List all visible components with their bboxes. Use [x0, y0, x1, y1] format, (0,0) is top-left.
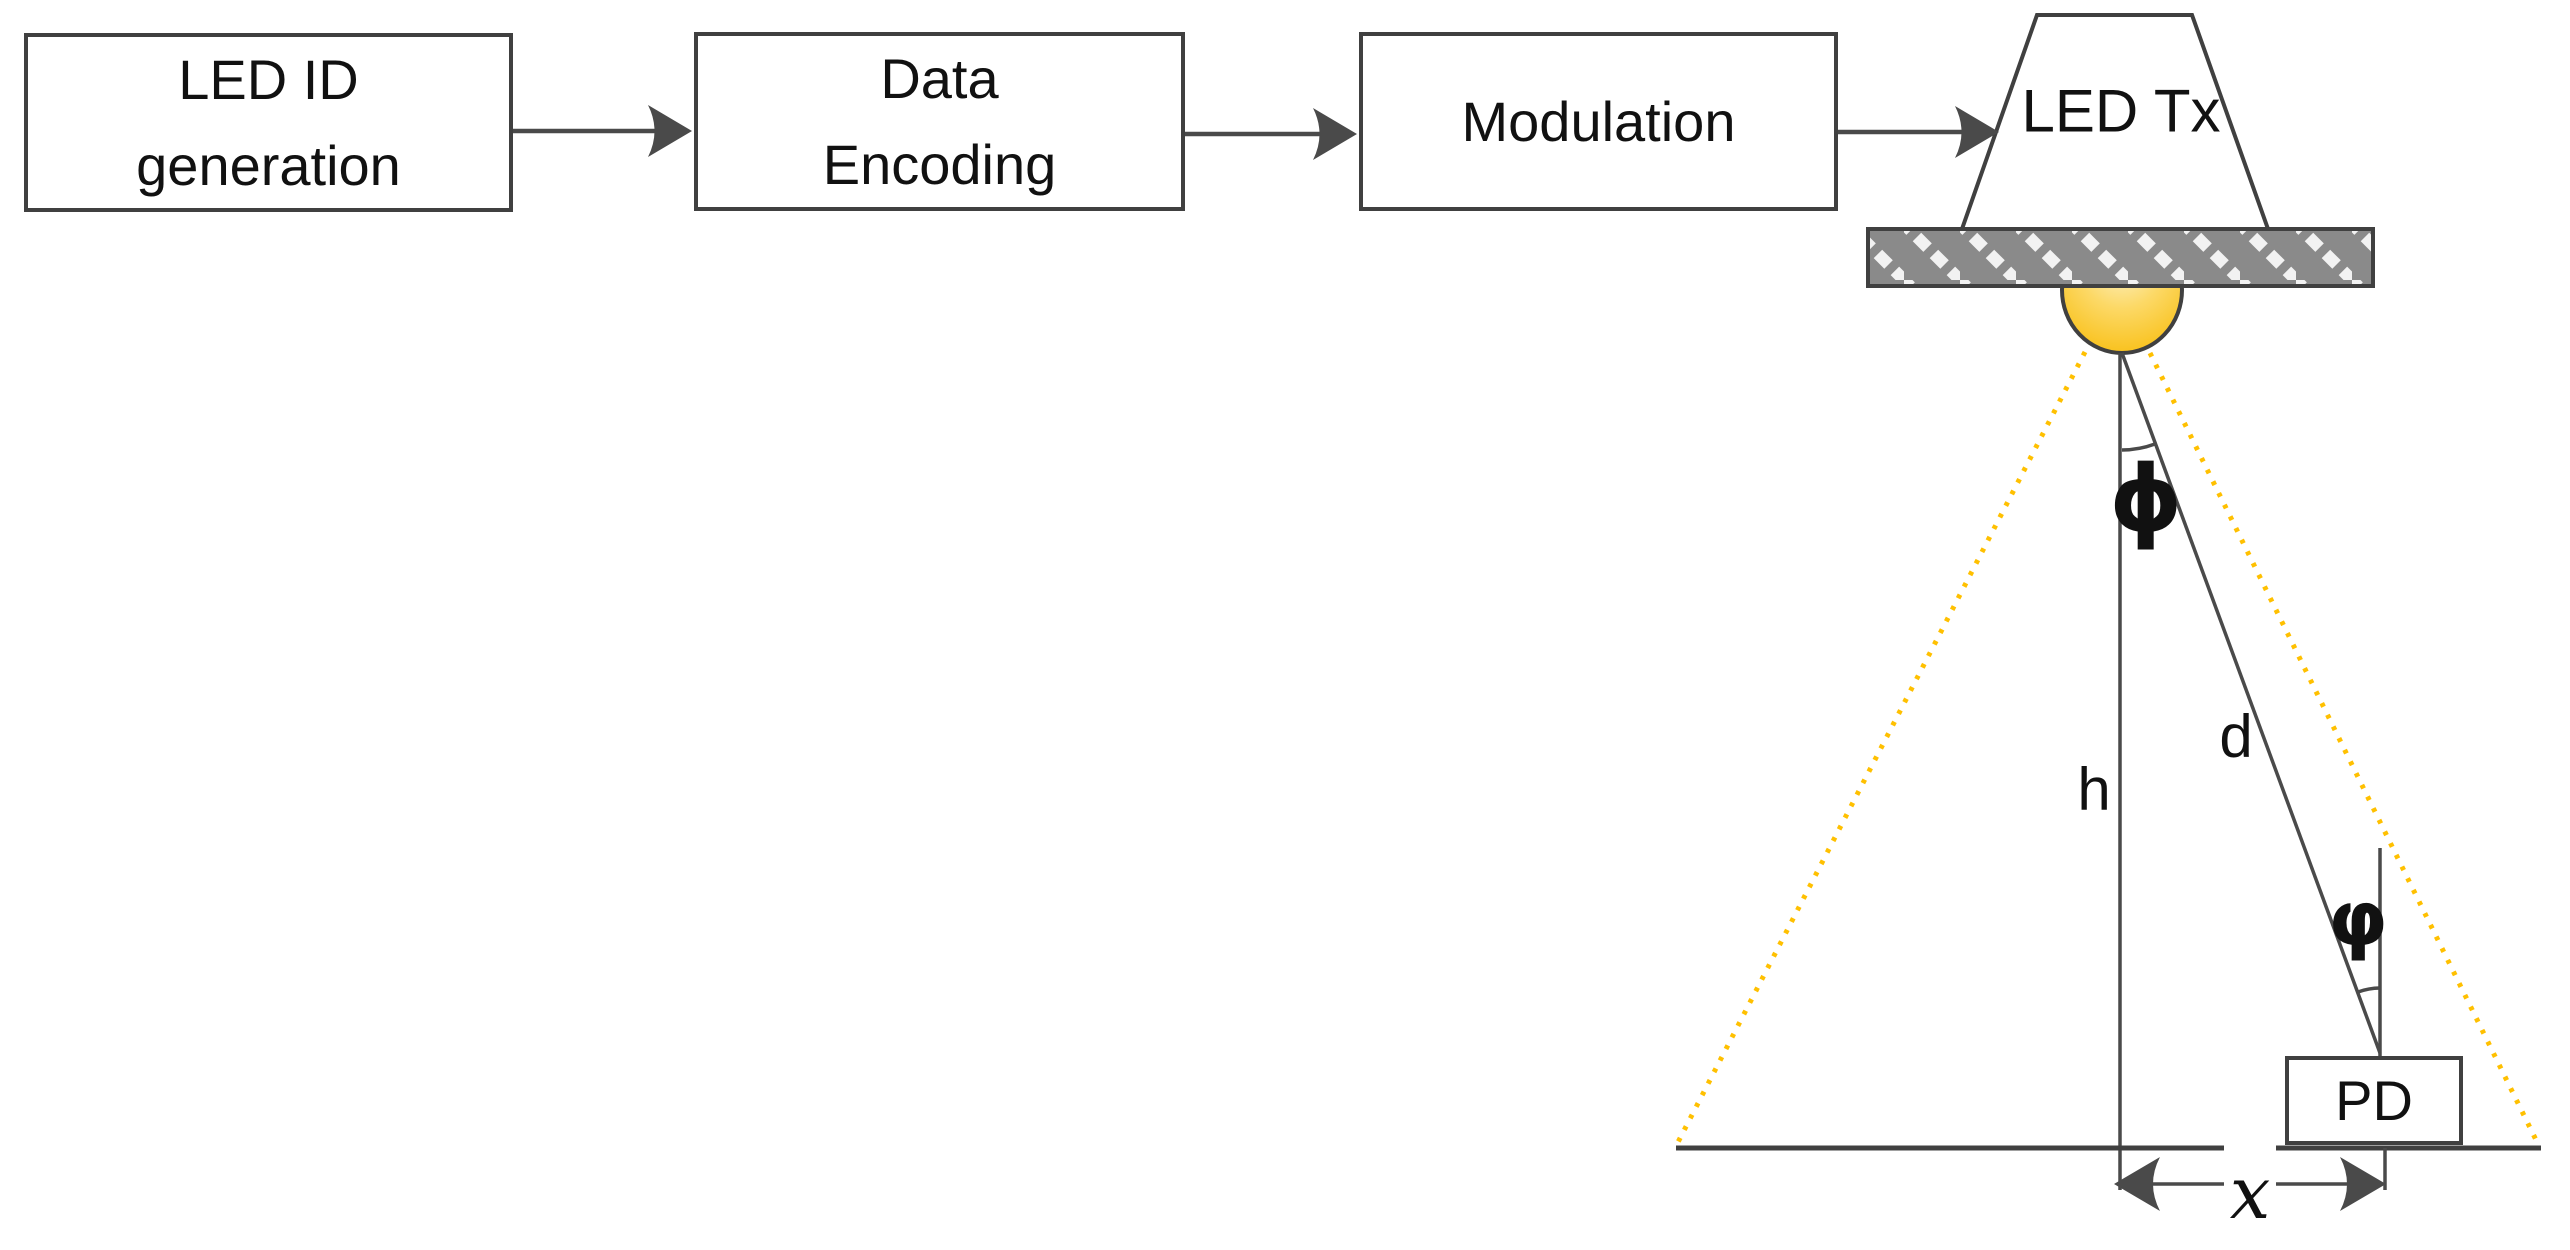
pd-receiver-box: PD	[2285, 1056, 2463, 1145]
flow-box-led-id-line2: generation	[136, 133, 401, 197]
distance-label: d	[2219, 702, 2253, 770]
flow-box-data-encoding: Data Encoding	[694, 32, 1185, 211]
flow-box-led-id-generation: LED ID generation	[24, 33, 513, 212]
flow-box-data-encoding-line1: Data	[880, 47, 999, 111]
incidence-angle-label: φ	[2328, 873, 2388, 963]
pd-label: PD	[2335, 1069, 2413, 1132]
lamp-mount-bar	[1866, 227, 2375, 288]
flow-box-data-encoding-line2: Encoding	[822, 132, 1057, 196]
lamp-shade	[1959, 13, 2271, 231]
flow-box-modulation: Modulation	[1359, 32, 1838, 211]
irradiance-angle-label: ϕ	[2109, 445, 2183, 553]
incidence-angle-arc	[2357, 986, 2381, 994]
light-ray-right	[2147, 351, 2541, 1146]
x-distance-label: x	[2229, 1151, 2271, 1235]
flow-arrow-2	[1185, 108, 1357, 160]
height-label: h	[2077, 755, 2111, 823]
irradiance-angle-arc	[2121, 442, 2156, 452]
light-ray-left	[1673, 350, 2088, 1148]
distance-line	[2120, 352, 2382, 1054]
flow-arrow-1	[513, 105, 692, 157]
flow-box-modulation-line1: Modulation	[1461, 89, 1736, 153]
x-distance-label-box: x	[2224, 1140, 2276, 1235]
flow-arrow-3	[1838, 106, 1999, 158]
flow-box-led-id-line1: LED ID	[178, 48, 359, 112]
led-tx-label: LED Tx	[2021, 77, 2221, 145]
